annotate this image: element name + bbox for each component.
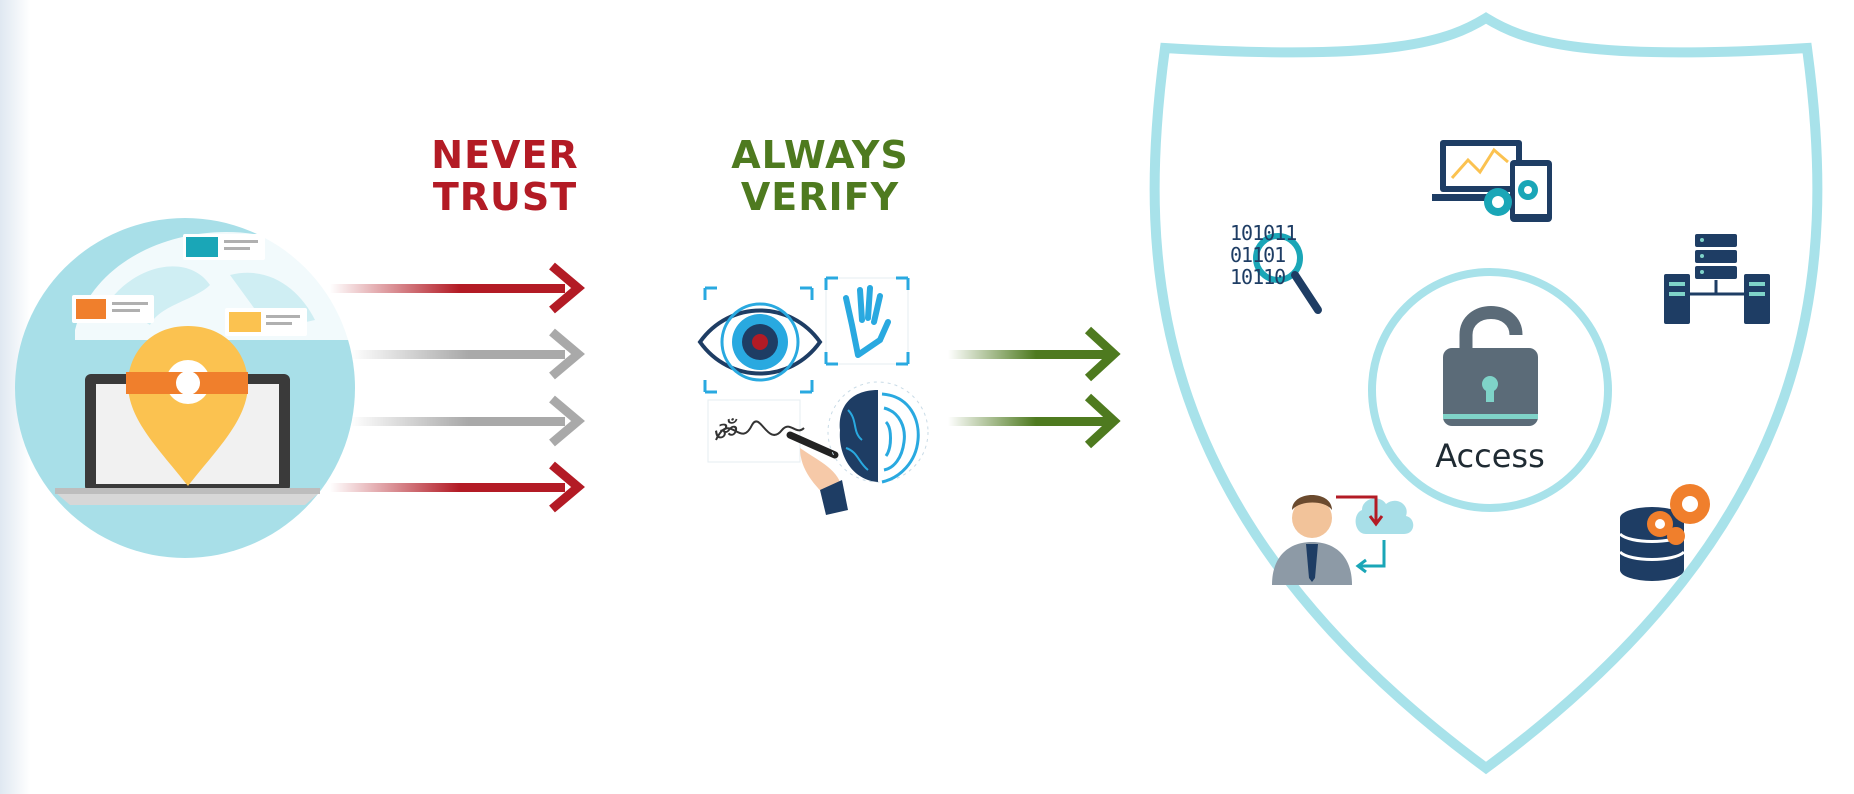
hand-print-icon xyxy=(824,276,910,366)
untrusted-arrow-4 xyxy=(330,461,585,513)
verified-arrow-2 xyxy=(948,393,1121,449)
never-trust-heading: NEVER TRUST xyxy=(410,134,600,218)
unverified-arrow-3 xyxy=(350,395,585,447)
binary-search-icon xyxy=(1253,233,1322,314)
binary-digits: 101011 01101 10110 xyxy=(1230,221,1297,289)
location-pin-icon xyxy=(126,326,248,486)
analytics-monitor-icon xyxy=(1432,140,1552,222)
always-verify-heading: ALWAYS VERIFY xyxy=(715,134,925,218)
signature-icon xyxy=(707,399,848,515)
never-trust-line-1: NEVER xyxy=(431,133,579,177)
binary-line-3: 10110 xyxy=(1230,265,1286,289)
lock-icon xyxy=(1443,306,1538,426)
untrusted-arrow-1 xyxy=(330,262,585,314)
eye-scan-icon xyxy=(697,286,823,394)
shield-outline xyxy=(1149,12,1823,775)
unverified-arrow-2 xyxy=(350,328,585,380)
brain-fingerprint-icon xyxy=(827,381,929,484)
never-trust-line-2: TRUST xyxy=(432,175,578,219)
incoming-arrows xyxy=(330,262,585,513)
verified-arrows xyxy=(948,326,1121,449)
signature-text: ॐ xyxy=(712,417,736,447)
always-verify-line-1: ALWAYS xyxy=(731,133,909,177)
server-network-icon xyxy=(1664,234,1770,324)
access-ring xyxy=(1368,268,1612,512)
always-verify-line-2: VERIFY xyxy=(740,175,900,219)
database-gears-icon xyxy=(1618,484,1710,581)
binary-line-2: 01101 xyxy=(1230,243,1286,267)
user-cloud-icon xyxy=(1272,495,1414,585)
verified-arrow-1 xyxy=(948,326,1121,382)
access-label: Access xyxy=(1435,437,1545,475)
binary-line-1: 101011 xyxy=(1230,221,1297,245)
